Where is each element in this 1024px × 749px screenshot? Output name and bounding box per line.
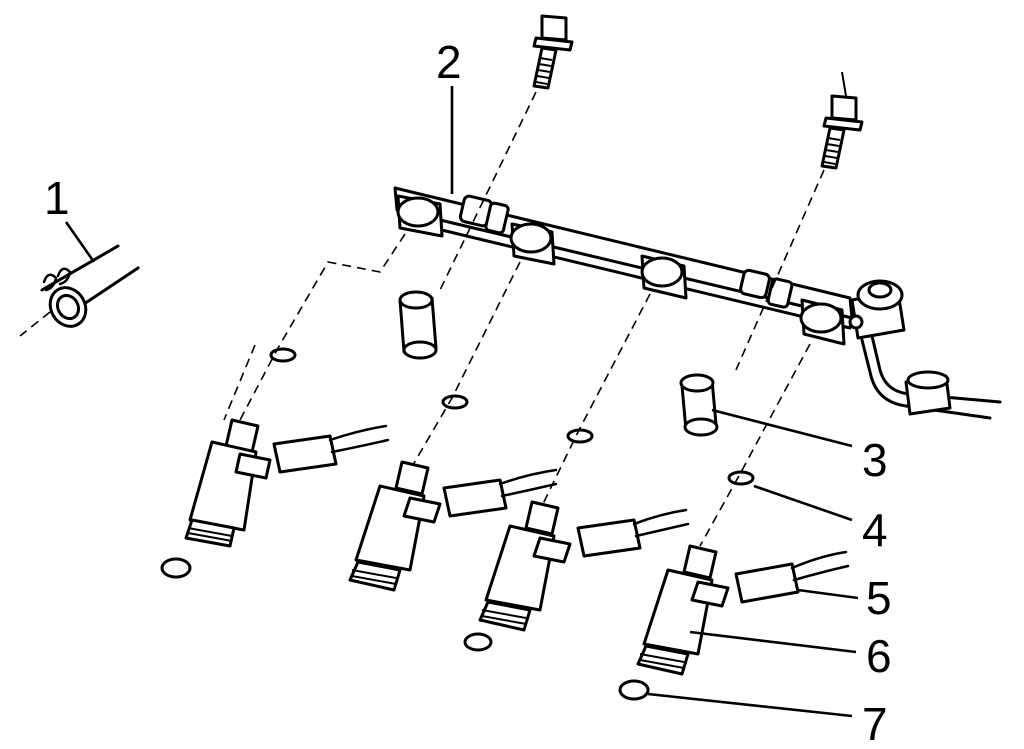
leader-1 — [64, 221, 96, 263]
rail-cup-3 — [640, 254, 688, 300]
callout-6: 6 — [866, 630, 892, 682]
mounting-bolt-right — [820, 71, 864, 170]
rail-cup-4 — [799, 298, 846, 346]
injector-connector-3 — [576, 508, 690, 558]
o-ring-3 — [566, 428, 594, 444]
fuel-hose — [19, 244, 140, 337]
injector-connector-4 — [734, 550, 850, 604]
o-ring-1 — [269, 347, 297, 363]
fuel-injector-2 — [348, 460, 442, 592]
o-ring-2 — [441, 394, 469, 410]
spacer-right — [679, 373, 719, 437]
rail-cup-1 — [396, 194, 444, 238]
callout-2: 2 — [436, 36, 462, 88]
leader-7 — [647, 692, 853, 718]
leader-5 — [797, 588, 859, 600]
injector-connector-2 — [442, 468, 558, 518]
leader-6 — [689, 630, 857, 654]
callout-4: 4 — [862, 504, 888, 556]
pressure-regulator — [848, 279, 1002, 420]
spacer-left — [398, 290, 438, 360]
fuel-injector-3 — [463, 500, 572, 652]
callout-5: 5 — [866, 572, 892, 624]
mounting-bolt-left — [532, 14, 574, 90]
callout-7: 7 — [862, 698, 888, 749]
leader-4 — [753, 484, 853, 522]
callout-1: 1 — [44, 172, 70, 224]
leader-3 — [711, 408, 853, 448]
rail-cup-2 — [509, 222, 556, 266]
o-ring-4 — [727, 470, 755, 486]
fuel-injector-4 — [636, 544, 730, 676]
fuel-injector-1 — [160, 418, 272, 579]
injector-seal-4 — [618, 679, 650, 701]
callout-3: 3 — [862, 434, 888, 486]
injector-connector-1 — [272, 424, 390, 474]
fuel-rail — [393, 186, 854, 346]
